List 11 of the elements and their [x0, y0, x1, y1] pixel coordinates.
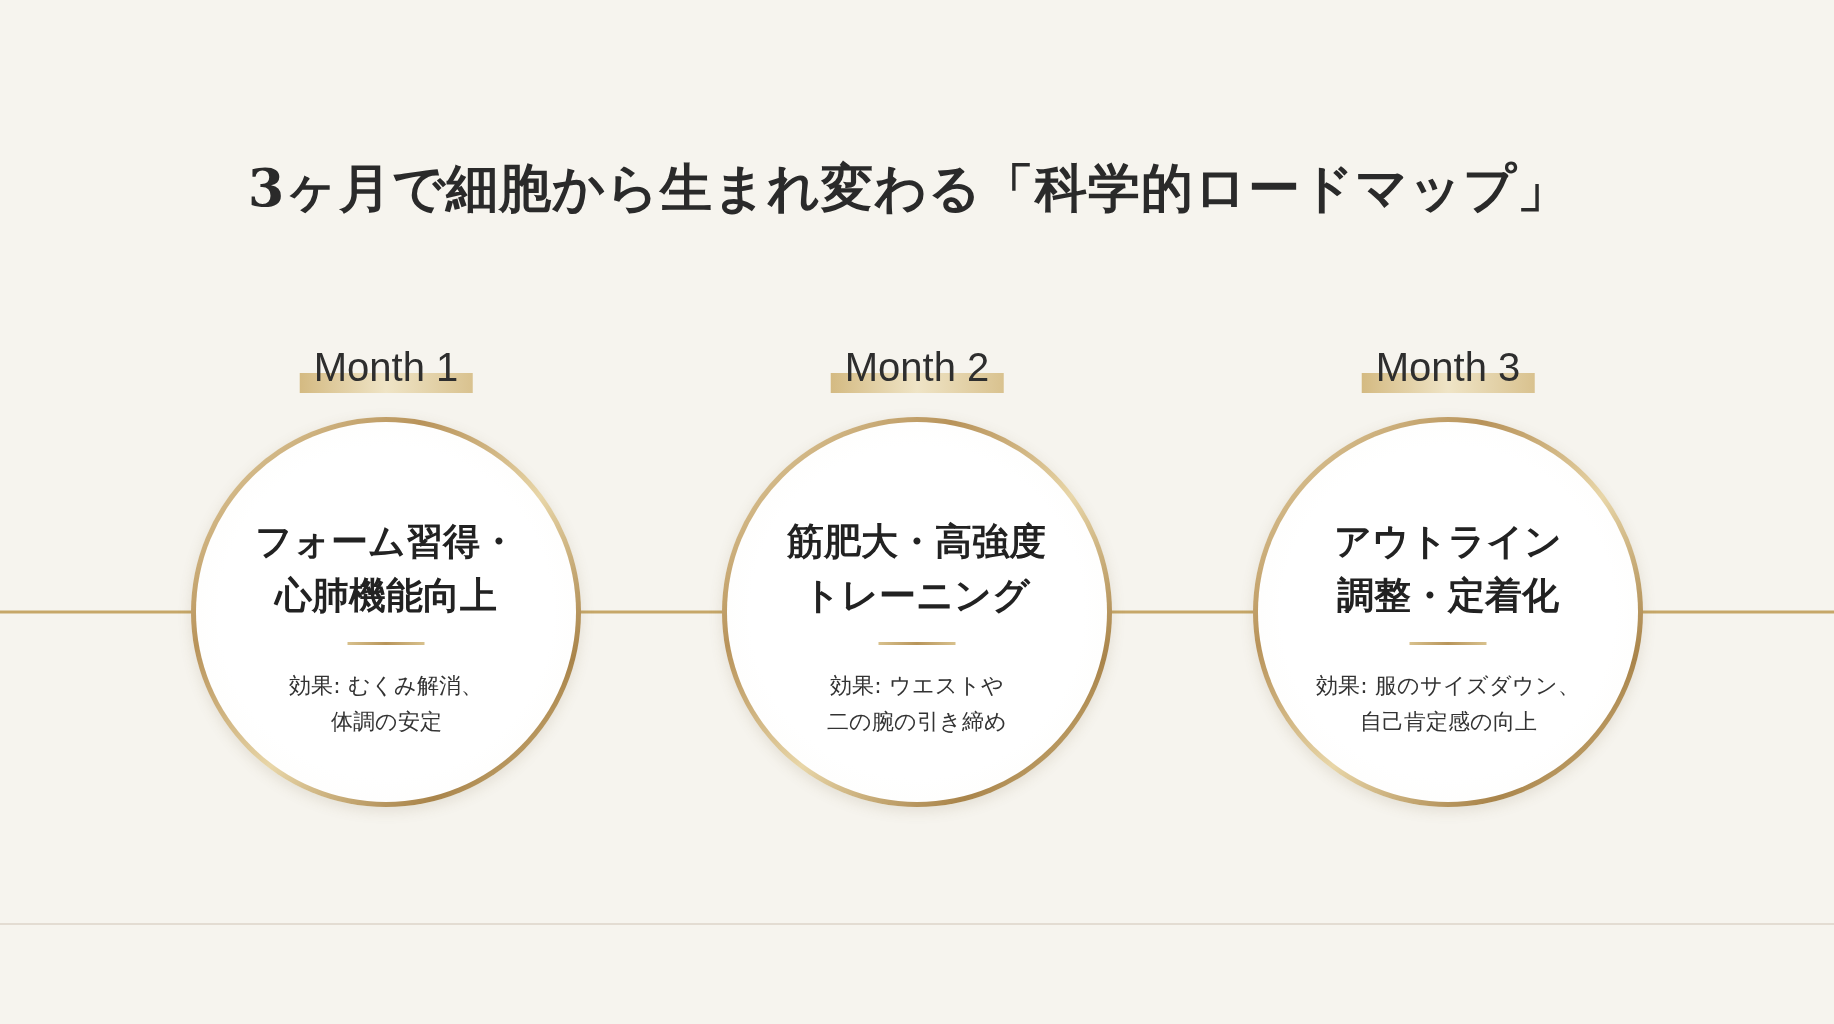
timeline-line	[1643, 610, 1834, 614]
effect-text: 効果: むくみ解消、体調の安定	[288, 672, 484, 736]
effect-text: 効果: 服のサイズダウン、自己肯定感の向上	[1315, 672, 1581, 736]
timeline-line	[1112, 610, 1253, 614]
timeline-line	[0, 610, 191, 614]
stage-title: 筋肥大・高強度トレーニング	[786, 518, 1048, 619]
timeline-line	[581, 610, 722, 614]
title-text: 3ヶ月で細胞から生まれ変わる「科学的ロードマップ」	[247, 156, 1571, 220]
stage-title: アウトライン調整・定着化	[1333, 518, 1563, 619]
stage-title: フォーム習得・心肺機能向上	[254, 518, 518, 619]
effect-text: 効果: ウエストや二の腕の引き締め	[826, 672, 1008, 736]
